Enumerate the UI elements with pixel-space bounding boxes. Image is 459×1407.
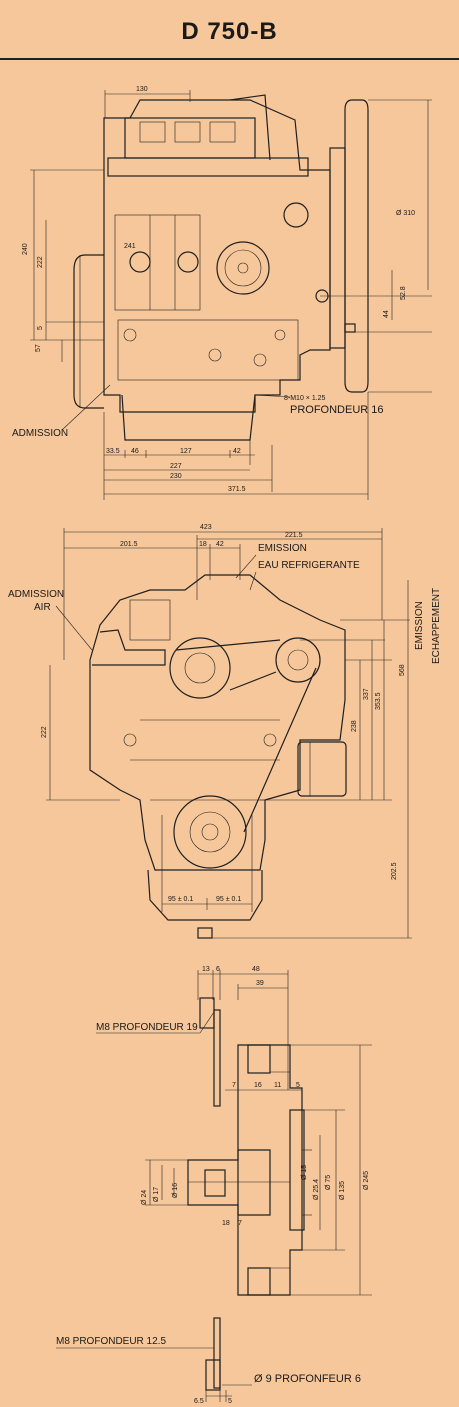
dim-18-flange: 18 xyxy=(222,1220,230,1227)
label-m8-profondeur-19: M8 PROFONDEUR 19 xyxy=(96,1022,198,1033)
dim-127: 127 xyxy=(180,448,192,455)
dia-25-4: Ø 25.4 xyxy=(313,1179,320,1200)
dim-201-5: 201.5 xyxy=(120,541,138,548)
dim-130: 130 xyxy=(136,86,148,93)
dia-17: Ø 17 xyxy=(153,1187,160,1202)
label-emission-2: EMISSION xyxy=(414,601,425,650)
label-dia-9-profonfeur-6: Ø 9 PROFONFEUR 6 xyxy=(254,1373,361,1385)
dim-222-front: 222 xyxy=(41,726,48,738)
dim-222: 222 xyxy=(37,256,44,268)
label-admission-air: ADMISSION xyxy=(8,589,64,600)
dim-7-flange: 7 xyxy=(238,1220,242,1227)
dim-5: 5 xyxy=(37,326,44,330)
dim-46: 46 xyxy=(131,448,139,455)
dim-353-5: 353.5 xyxy=(375,692,382,710)
dim-371-5: 371.5 xyxy=(228,486,246,493)
front-view: 423 221.5 201.5 18 42 EMISSION EAU REFRI… xyxy=(8,524,442,939)
dim-42-front: 42 xyxy=(216,541,224,548)
label-echappement: ECHAPPEMENT xyxy=(431,588,442,664)
dim-52-8: 52.8 xyxy=(400,286,407,300)
dia-245: Ø 245 xyxy=(363,1171,370,1190)
dim-241: 241 xyxy=(124,243,136,250)
dim-11: 11 xyxy=(274,1082,281,1089)
dim-48: 48 xyxy=(252,966,260,973)
dim-5-bottom: 5 xyxy=(228,1398,232,1405)
label-air: AIR xyxy=(34,602,51,613)
side-view: 130 240 222 5 57 241 Ø 310 52.8 44 xyxy=(12,86,432,500)
dim-423: 423 xyxy=(200,524,212,531)
dim-230: 230 xyxy=(170,473,182,480)
dim-568: 568 xyxy=(399,664,406,676)
dim-227: 227 xyxy=(170,463,182,470)
dia-75: Ø 75 xyxy=(325,1175,332,1190)
title-rule xyxy=(0,58,459,60)
label-admission: ADMISSION xyxy=(12,428,68,439)
label-profondeur-16: PROFONDEUR 16 xyxy=(290,404,384,416)
dim-6-5: 6.5 xyxy=(194,1398,204,1405)
dim-57: 57 xyxy=(35,344,42,352)
page-title: D 750-B xyxy=(181,18,278,45)
dim-240: 240 xyxy=(22,243,29,255)
dim-310: Ø 310 xyxy=(396,210,415,217)
dim-42-side: 42 xyxy=(233,448,241,455)
dim-95-left: 95 ± 0.1 xyxy=(168,896,193,903)
dim-16: 16 xyxy=(254,1082,262,1089)
dim-5-flange: 5 xyxy=(296,1082,300,1089)
dim-6: 6 xyxy=(216,966,220,973)
label-emission: EMISSION xyxy=(258,543,307,554)
dim-202-5: 202.5 xyxy=(391,862,398,880)
dim-44: 44 xyxy=(383,310,390,318)
dim-221-5: 221.5 xyxy=(285,532,303,539)
dim-95-right: 95 ± 0.1 xyxy=(216,896,241,903)
dim-39: 39 xyxy=(256,980,264,987)
dim-33-5: 33.5 xyxy=(106,448,120,455)
label-m8-profondeur-12-5: M8 PROFONDEUR 12.5 xyxy=(56,1336,166,1347)
dia-24: Ø 24 xyxy=(141,1190,148,1205)
thread-callout: 8-M10 × 1.25 xyxy=(284,395,326,402)
flange-section-view: 13 6 48 39 M8 PROFONDEUR 19 xyxy=(56,966,372,1405)
dim-18-front: 18 xyxy=(199,541,207,548)
dia-15: Ø 15 xyxy=(301,1165,308,1180)
dim-238: 238 xyxy=(351,720,358,732)
dia-135: Ø 135 xyxy=(339,1181,346,1200)
label-eau-refrigerante: EAU REFRIGERANTE xyxy=(258,560,360,571)
dim-337: 337 xyxy=(363,688,370,700)
dim-13: 13 xyxy=(202,966,210,973)
dim-7: 7 xyxy=(232,1082,236,1089)
dia-16: Ø 16 xyxy=(172,1183,179,1198)
